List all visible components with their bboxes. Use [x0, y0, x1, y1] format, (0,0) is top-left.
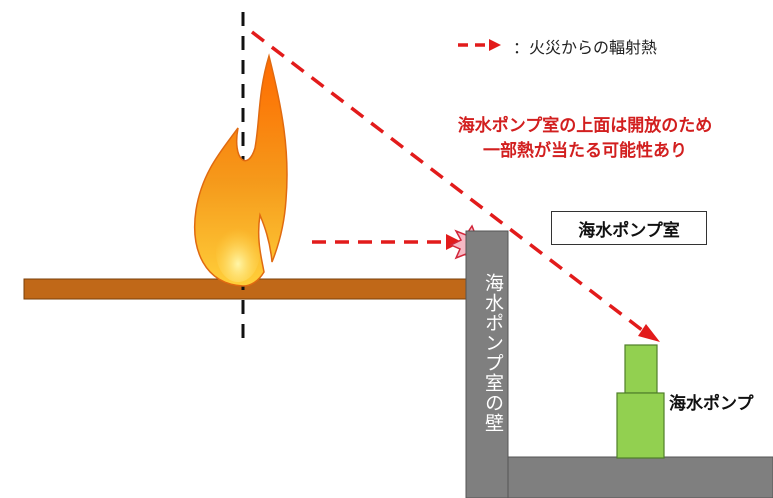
- heat-arrow-diagonal: [250, 30, 644, 332]
- open-top-note: 海水ポンプ室の上面は開放のため 一部熱が当たる可能性あり: [420, 114, 750, 164]
- fire-icon: [194, 53, 288, 287]
- pump-label: 海水ポンプ: [669, 394, 754, 414]
- wall-label: 海水ポンプ室の壁: [482, 273, 504, 433]
- pump-room-label: 海水ポンプ室: [551, 211, 707, 245]
- heat-arrow-horizontal-head: [446, 234, 462, 250]
- pump-room-wall: [465, 230, 509, 498]
- pump-body: [616, 392, 665, 459]
- note-line-1: 海水ポンプ室の上面は開放のため: [457, 116, 713, 136]
- pump-top-block: [624, 344, 658, 394]
- heat-arrow-diagonal-head: [638, 324, 660, 342]
- pump-room-floor: [507, 456, 773, 498]
- legend-text: ：火災からの輻射熱: [513, 38, 658, 57]
- red-dashed-arrow-icon: [458, 39, 501, 51]
- note-line-2: 一部熱が当たる可能性あり: [483, 141, 687, 161]
